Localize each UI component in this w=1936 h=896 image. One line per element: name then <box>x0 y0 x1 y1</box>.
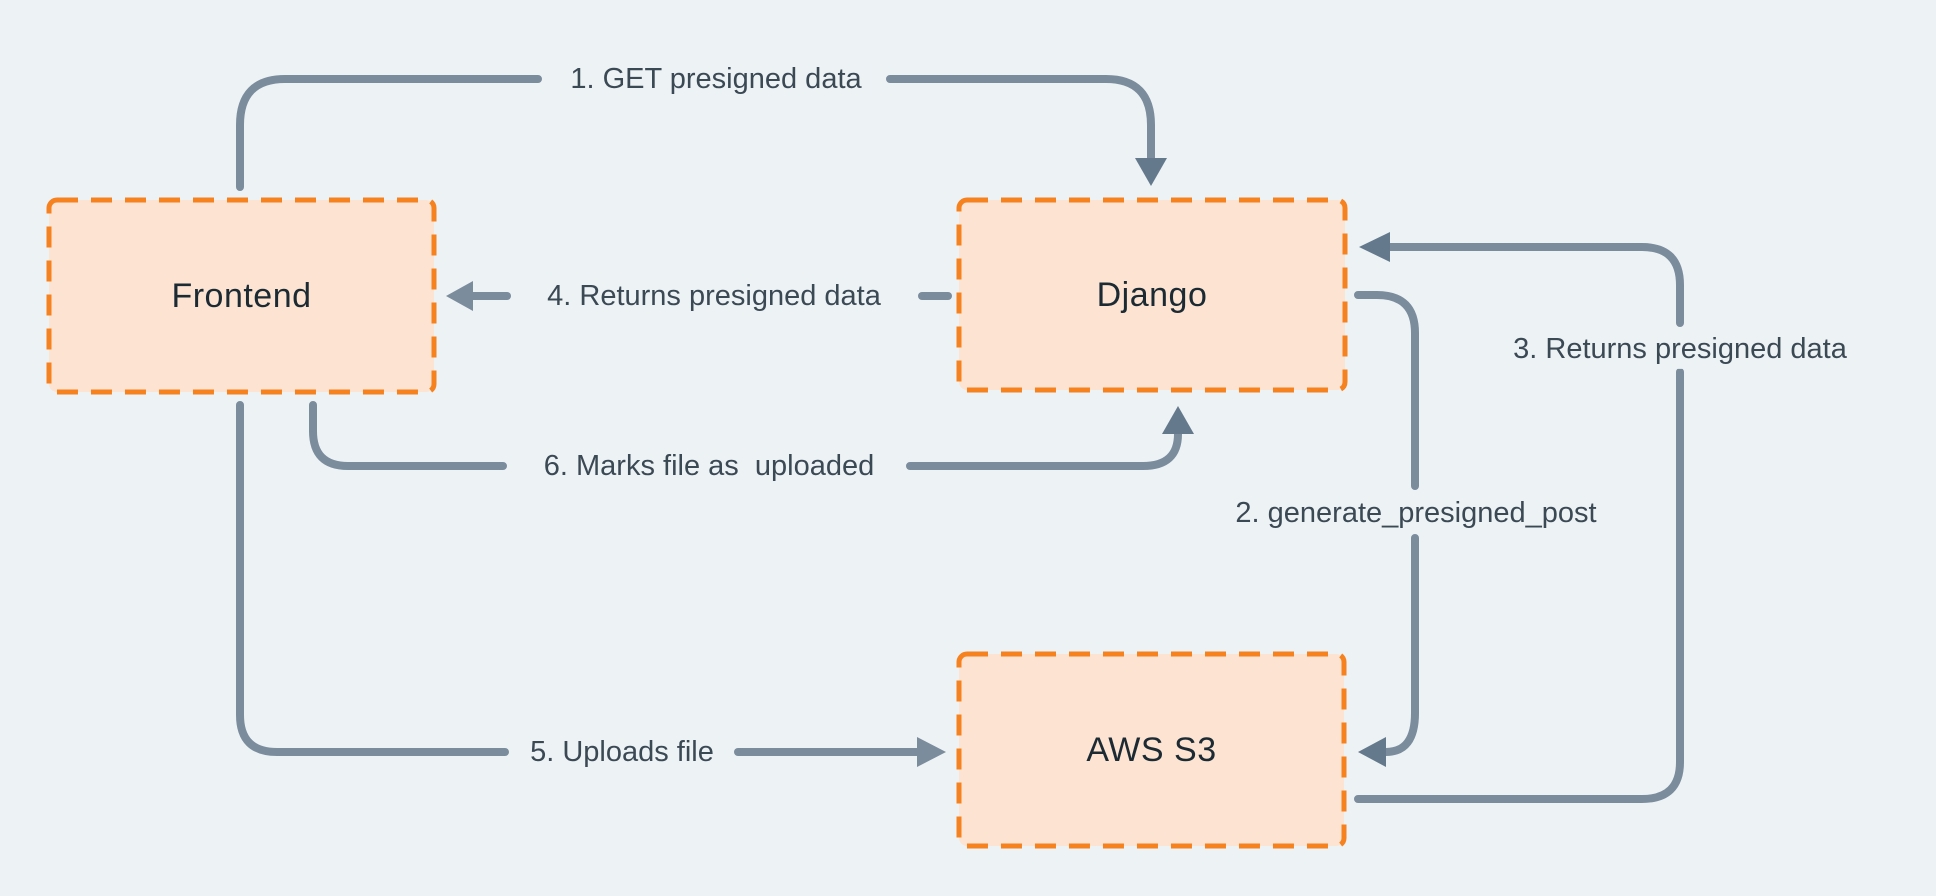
arrow-3-arrowhead-icon <box>1359 232 1390 262</box>
edge-label-returns-presigned-data-frontend: 4. Returns presigned data <box>538 275 890 317</box>
arrow-1-line-end <box>886 75 1155 162</box>
arrow-3-line-start <box>1354 368 1684 803</box>
arrow-1-line-start <box>236 75 542 191</box>
aws-s3-node-box <box>956 651 1347 849</box>
django-node-label: Django <box>1096 275 1208 314</box>
frontend-node-box <box>46 197 437 395</box>
edge-label-returns-presigned-data-s3: 3. Returns presigned data <box>1504 328 1856 370</box>
django-node-box <box>956 197 1348 393</box>
edge-label-get-presigned-data: 1. GET presigned data <box>561 58 871 100</box>
aws-s3-node-label: AWS S3 <box>1086 730 1217 769</box>
arrow-1-arrowhead-icon <box>1135 158 1167 186</box>
arrow-6-arrowhead-icon <box>1162 406 1194 434</box>
edge-label-generate-presigned-post: 2. generate_presigned_post <box>1226 492 1606 534</box>
edge-label-uploads-file: 5. Uploads file <box>521 731 723 773</box>
arrow-6-line-start <box>309 401 507 470</box>
frontend-node-label: Frontend <box>171 276 312 315</box>
arrow-4-arrowhead-icon <box>446 281 473 311</box>
arrow-6-line-end <box>906 430 1182 470</box>
edge-label-marks-file-uploaded: 6. Marks file as uploaded <box>534 445 884 487</box>
arrow-2-arrowhead-icon <box>1358 737 1386 767</box>
arrow-2-line-start <box>1354 291 1419 490</box>
arrow-2-line-end <box>1382 534 1419 756</box>
arrow-5-arrowhead-icon <box>917 737 946 767</box>
arrow-5-line-start <box>236 401 509 756</box>
arrow-3-line-end <box>1386 243 1684 327</box>
